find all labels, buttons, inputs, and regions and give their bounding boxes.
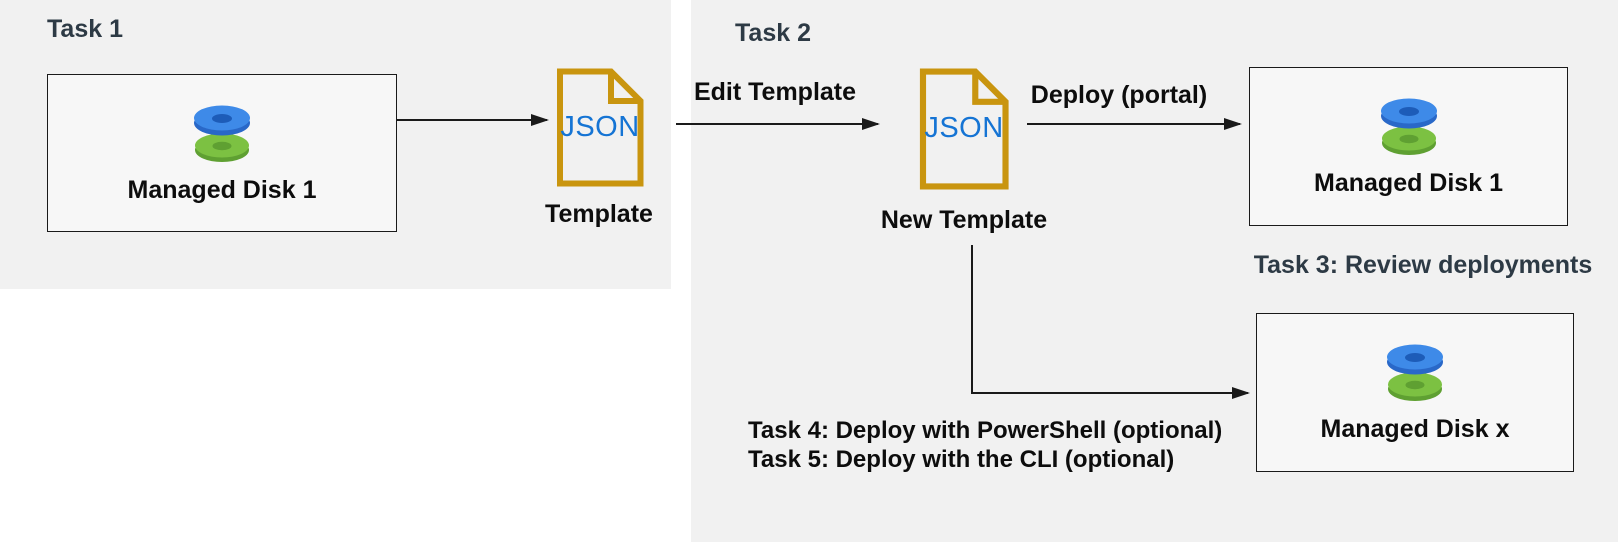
edit-template-arrow-label: Edit Template [693, 78, 857, 106]
task3-caption: Task 3: Review deployments [1253, 251, 1593, 279]
managed-disk-icon [1387, 344, 1443, 401]
new-template-json-file-icon: JSON [918, 68, 1010, 190]
task4-caption: Task 4: Deploy with PowerShell (optional… [748, 417, 1223, 444]
managed-disk-x-box: Managed Disk x [1256, 313, 1574, 472]
template-json-file-icon: JSON [556, 68, 644, 187]
managed-disk-1-deployed-box: Managed Disk 1 [1249, 67, 1568, 226]
managed-disk-icon [1380, 98, 1437, 155]
managed-disk-x-label: Managed Disk x [1320, 415, 1510, 443]
template-caption: Template [545, 200, 653, 228]
managed-disk-icon [194, 105, 250, 162]
managed-disk-1-source-label: Managed Disk 1 [127, 175, 317, 204]
json-file-type-label: JSON [560, 110, 640, 143]
managed-disk-1-deployed-label: Managed Disk 1 [1314, 169, 1503, 197]
task4-task5-captions: Task 4: Deploy with PowerShell (optional… [748, 416, 1222, 474]
deploy-portal-arrow-label: Deploy (portal) [1030, 81, 1208, 109]
task1-heading: Task 1 [47, 15, 123, 43]
managed-disk-1-source-box: Managed Disk 1 [47, 74, 397, 232]
task2-heading: Task 2 [735, 19, 811, 47]
new-template-caption: New Template [880, 206, 1048, 234]
task5-caption: Task 5: Deploy with the CLI (optional) [748, 446, 1175, 473]
json-file-type-label: JSON [924, 111, 1004, 144]
